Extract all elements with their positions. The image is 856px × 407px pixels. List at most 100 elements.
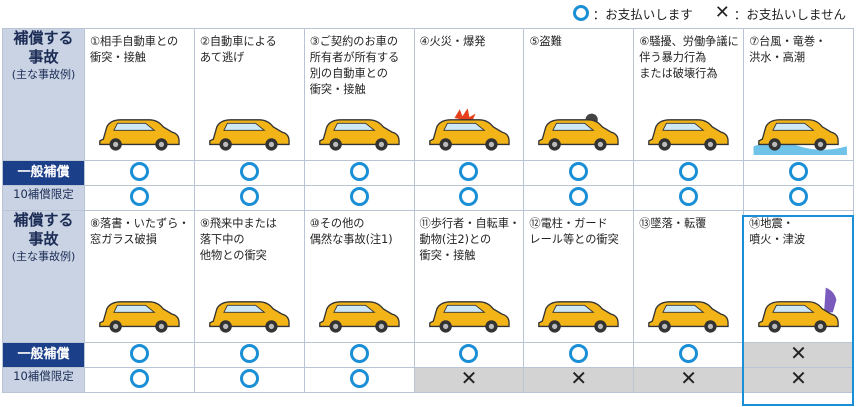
accident-accident-other: ⑩その他の 偶然な事故(注1) — [303, 210, 415, 343]
cross-icon: ✕ — [570, 366, 588, 390]
accident-typhoon: ⑦台風・竜巻・ 洪水・高潮 — [743, 28, 854, 161]
coverage-mark-cell — [633, 185, 745, 211]
fall-rollover-illustration — [640, 275, 737, 337]
accident-label: ③ご契約のお車の 所有者が所有する 別の自動車との 衝突・接触 — [309, 35, 400, 96]
accident-fire: ④火災・爆発 — [413, 28, 525, 161]
flying-object-illustration — [201, 275, 298, 337]
accident-label: ⑧落書・いたずら・ 窓ガラス破損 — [90, 217, 190, 246]
hit-and-run-illustration — [201, 93, 298, 155]
accident-label: ④火災・爆発 — [419, 35, 486, 48]
accident-other-illustration — [311, 275, 408, 337]
graffiti-illustration — [91, 275, 188, 337]
accident-flying-object: ⑨飛来中または 落下中の 他物との衝突 — [193, 210, 305, 343]
accident-pedestrian: ⑪歩行者・自転車・ 動物(注2)との 衝突・接触 — [413, 210, 525, 343]
cross-icon: ✕ — [790, 341, 807, 365]
accident-riot: ⑥騒擾、労働争議に 伴う暴力行為 または破壊行為 — [633, 28, 745, 161]
circle-icon — [349, 344, 369, 363]
circle-icon — [129, 369, 149, 388]
circle-icon — [459, 162, 479, 181]
cross-icon: ✕ — [680, 366, 698, 390]
accident-label: ⑨飛来中または 落下中の 他物との衝突 — [199, 217, 277, 262]
row-header-limited: 10補償限定 — [2, 185, 85, 211]
accident-label: ⑫電柱・ガード レール等との衝突 — [529, 217, 619, 246]
coverage-mark-cell — [523, 160, 635, 186]
coverage-mark-cell — [84, 342, 195, 368]
accident-utility-pole: ⑫電柱・ガード レール等との衝突 — [523, 210, 635, 343]
accident-label: ②自動車による あて逃げ — [199, 35, 277, 64]
coverage-mark-cell — [193, 342, 305, 368]
coverage-mark-cell — [303, 367, 415, 393]
coverage-mark-cell — [743, 160, 854, 186]
circle-icon — [129, 344, 149, 363]
circle-icon — [349, 162, 369, 181]
circle-icon — [239, 187, 259, 206]
legend-circle-text: ：お支払いします — [592, 6, 693, 22]
circle-icon — [569, 187, 589, 206]
coverage-mark-cell: ✕ — [743, 367, 854, 393]
coverage-mark-cell — [523, 342, 635, 368]
accident-fall-rollover: ⑬墜落・転覆 — [633, 210, 745, 343]
circle-icon — [349, 369, 369, 388]
coverage-mark-cell — [413, 342, 525, 368]
legend: ：お支払いします ✕ ：お支払いしません — [572, 2, 846, 24]
coverage-mark-cell — [84, 185, 195, 211]
coverage-mark-cell — [743, 185, 854, 211]
accident-earthquake: ⑭地震・ 噴火・津波 — [743, 210, 854, 343]
circle-icon — [679, 162, 699, 181]
circle-icon — [129, 162, 149, 181]
coverage-mark-cell — [193, 367, 305, 393]
typhoon-illustration — [750, 93, 847, 155]
accident-hit-and-run: ②自動車による あて逃げ — [193, 28, 305, 161]
accident-graffiti: ⑧落書・いたずら・ 窓ガラス破損 — [84, 210, 195, 343]
fire-illustration — [421, 93, 518, 155]
circle-icon — [459, 187, 479, 206]
coverage-mark-cell — [303, 342, 415, 368]
legend-x-text: ：お支払いしません — [733, 6, 846, 22]
theft-illustration — [530, 93, 627, 155]
coverage-mark-cell — [633, 342, 745, 368]
pedestrian-illustration — [421, 275, 518, 337]
coverage-mark-cell — [413, 160, 525, 186]
accident-collision: ①相手自動車との 衝突・接触 — [84, 28, 195, 161]
accident-label: ①相手自動車との 衝突・接触 — [90, 35, 179, 64]
accident-label: ⑬墜落・転覆 — [639, 217, 707, 230]
earthquake-illustration — [750, 275, 847, 337]
coverage-mark-cell — [84, 367, 195, 393]
coverage-mark-cell: ✕ — [743, 341, 854, 368]
coverage-mark-cell — [633, 160, 745, 186]
circle-icon — [569, 344, 589, 363]
circle-icon — [679, 187, 699, 206]
circle-icon — [572, 5, 589, 21]
circle-icon — [679, 344, 699, 363]
row-header-category: 補償する 事故(主な事故例) — [2, 28, 85, 161]
circle-icon — [239, 344, 259, 363]
accident-owner-car-collision: ③ご契約のお車の 所有者が所有する 別の自動車との 衝突・接触 — [303, 28, 415, 161]
coverage-mark-cell — [193, 160, 305, 186]
utility-pole-illustration — [530, 275, 627, 337]
accident-label: ⑤盗難 — [529, 35, 562, 48]
coverage-mark-cell — [523, 185, 635, 211]
accident-label: ⑥騒擾、労働争議に 伴う暴力行為 または破壊行為 — [639, 35, 739, 80]
circle-icon — [789, 187, 809, 206]
row-header-limited: 10補償限定 — [2, 367, 85, 393]
coverage-mark-cell — [303, 160, 415, 186]
coverage-mark-cell — [413, 185, 525, 211]
accident-theft: ⑤盗難 — [523, 28, 635, 161]
circle-icon — [239, 162, 259, 181]
row-header-category: 補償する 事故(主な事故例) — [2, 210, 85, 343]
coverage-mark-cell — [84, 160, 195, 186]
accident-label: ⑦台風・竜巻・ 洪水・高潮 — [749, 35, 827, 64]
collision-illustration — [91, 93, 188, 155]
coverage-mark-cell — [193, 185, 305, 211]
row-header-general: 一般補償 — [2, 160, 85, 186]
circle-icon — [239, 369, 259, 388]
accident-label: ⑩その他の 偶然な事故(注1) — [309, 217, 393, 246]
circle-icon — [459, 344, 479, 363]
cross-icon: ✕ — [460, 366, 478, 390]
circle-icon — [349, 187, 369, 206]
coverage-mark-cell — [303, 185, 415, 211]
circle-icon — [569, 162, 589, 181]
owner-car-collision-illustration — [311, 93, 408, 155]
category-subtitle: (主な事故例) — [11, 68, 76, 81]
